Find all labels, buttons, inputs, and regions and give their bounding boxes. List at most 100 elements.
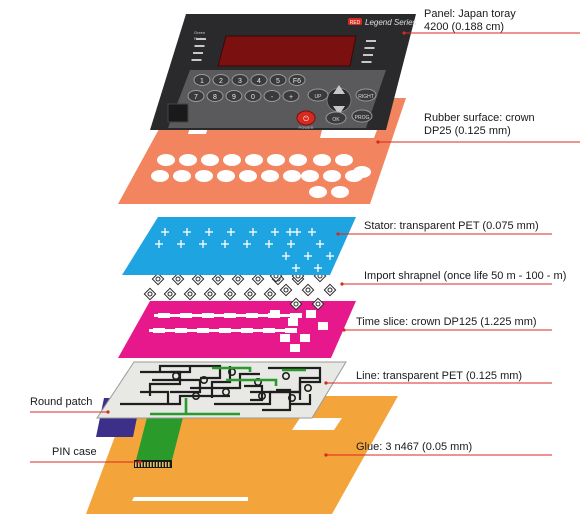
line-layer	[96, 361, 347, 419]
indicator-led-icon	[191, 59, 202, 61]
time-slice-nav-hole	[318, 322, 328, 330]
rubber-key-hole	[201, 154, 219, 166]
circuit-pad	[172, 371, 181, 380]
rubber-nav-hole	[313, 154, 331, 166]
rubber-key-hole	[223, 154, 241, 166]
circuit-trace	[170, 366, 192, 374]
label-pin-case: PIN case	[52, 446, 97, 458]
prog-button[interactable]: PROG	[351, 109, 373, 123]
keypad-key[interactable]: 2	[212, 74, 230, 86]
time-slice-channel	[154, 314, 300, 317]
rubber-nav-hole	[353, 166, 371, 178]
pin-icon	[135, 462, 137, 467]
key-right-button[interactable]: RIGHT	[355, 88, 377, 102]
label-time-slice: Time slice: crown DP125 (1.225 mm)	[356, 316, 537, 328]
keypad-key-label: 0	[251, 94, 255, 101]
rubber-nav-hole	[301, 170, 319, 182]
shrapnel-dome-center	[255, 276, 261, 282]
keypad-key[interactable]: 9	[225, 90, 243, 102]
ok-label: OK	[332, 117, 340, 123]
keypad-key-label: 7	[194, 94, 198, 101]
pin-icon	[138, 462, 140, 467]
label-line: Line: transparent PET (0.125 mm)	[356, 370, 523, 382]
shrapnel-dome-center	[195, 276, 201, 282]
keypad-key[interactable]: -	[263, 90, 281, 102]
rubber-key-hole	[217, 170, 235, 182]
rubber-nav-hole	[323, 170, 341, 182]
rubber-key-hole	[173, 170, 191, 182]
indicator-led-icon	[194, 45, 205, 47]
circuit-pad	[192, 391, 201, 400]
pin-icon	[168, 462, 170, 467]
rubber-key-hole	[283, 170, 301, 182]
circuit-trace-green	[212, 366, 252, 372]
pin-icon	[156, 462, 158, 467]
rubber-key-hole	[195, 170, 213, 182]
nav-cluster	[326, 85, 352, 115]
label-panel: Panel: Japan toray 4200 (0.188 cm)	[424, 8, 516, 33]
time-slice-nav-hole	[290, 344, 300, 352]
key-up-label: UP	[315, 94, 323, 100]
indicator-led-icon	[193, 52, 203, 54]
keypad-key[interactable]: 4	[250, 74, 268, 86]
label-import-shrapnel: Import shrapnel (once life 50 m - 100 - …	[364, 270, 567, 282]
ok-button[interactable]: OK	[325, 111, 347, 125]
power-label: POWER	[298, 125, 313, 130]
indicator-green-label: Green	[194, 30, 205, 35]
keypad-key[interactable]: 1	[193, 74, 211, 86]
circuit-pad	[200, 375, 209, 384]
rubber-key-hole	[157, 154, 175, 166]
pin-icon	[150, 462, 152, 467]
keypad-key[interactable]: 0	[244, 90, 262, 102]
shrapnel-dome-center	[327, 287, 333, 293]
power-button[interactable]: ⏻ POWER	[296, 110, 316, 130]
key-right-label: RIGHT	[358, 94, 374, 100]
keypad-key[interactable]: +	[282, 90, 300, 102]
pin-icon	[153, 462, 155, 467]
display-window	[217, 35, 357, 67]
circuit-trace-green	[226, 378, 278, 386]
time-slice-nav-hole	[300, 334, 310, 342]
keypad-key-label: 9	[232, 94, 236, 101]
pin-icon	[159, 462, 161, 467]
shrapnel-dome-center	[315, 301, 321, 307]
shrapnel-dome-center	[305, 287, 311, 293]
keypad-key-label: 4	[257, 78, 261, 85]
rubber-nav-hole	[335, 154, 353, 166]
shrapnel-dome-center	[207, 291, 213, 297]
indicator-red-label: Red	[194, 36, 201, 41]
indicator-led-icon	[364, 47, 375, 49]
indicator-led-icon	[361, 61, 372, 63]
keypad-key[interactable]: 8	[206, 90, 224, 102]
shrapnel-dome-center	[187, 291, 193, 297]
brand-name: Legend Series	[365, 18, 417, 27]
rubber-key-hole	[245, 154, 263, 166]
time-slice-nav-hole	[280, 334, 290, 342]
stator-layer	[122, 217, 356, 275]
circuit-pad	[281, 371, 290, 380]
keypad-key[interactable]: 7	[187, 90, 205, 102]
shrapnel-dome-center	[283, 287, 289, 293]
shrapnel-dome-center	[147, 291, 153, 297]
keypad-key-label: +	[289, 94, 293, 101]
indicator-led-icon	[363, 54, 373, 56]
leader-lines	[30, 31, 580, 464]
circuit-pad	[222, 387, 231, 396]
pin-icon	[147, 462, 149, 467]
shrapnel-dome-center	[167, 291, 173, 297]
time-slice-channel	[149, 329, 295, 332]
label-glue: Glue: 3 n467 (0.05 mm)	[356, 441, 473, 453]
keypad-key[interactable]: F6	[288, 74, 306, 86]
label-round-patch: Round patch	[30, 396, 93, 408]
time-slice-nav-hole	[288, 318, 298, 326]
circuit-trace	[140, 390, 170, 404]
key-up-button[interactable]: UP	[307, 88, 329, 102]
keypad-key-label: 1	[200, 78, 204, 85]
keypad-key[interactable]: 5	[269, 74, 287, 86]
time-slice-nav-hole	[270, 310, 280, 318]
keypad-key[interactable]: 3	[231, 74, 249, 86]
circuit-pad	[287, 393, 296, 402]
shrapnel-dome-center	[267, 291, 273, 297]
circuit-trace	[214, 390, 300, 406]
